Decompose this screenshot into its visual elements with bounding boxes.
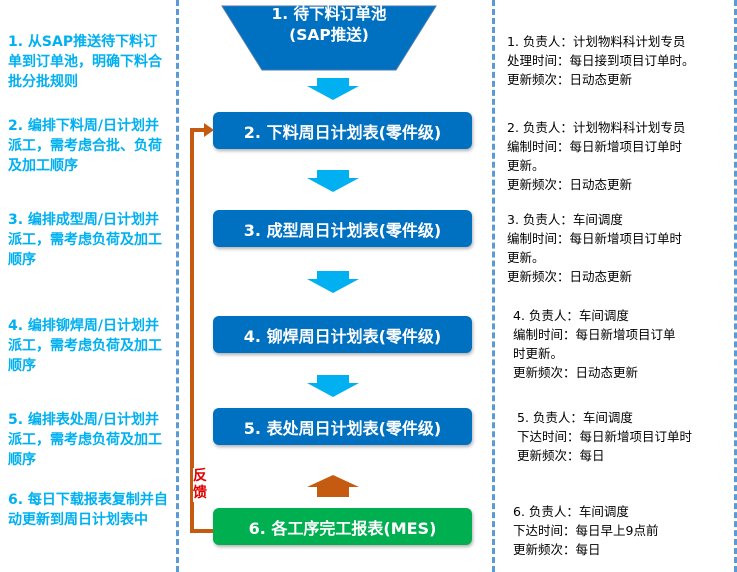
left-note-1: 1. 从SAP推送待下料订单到订单池，明确下料合批分批规则 [8, 34, 162, 90]
feedback-label: 反馈 [193, 468, 209, 502]
divider-right [492, 0, 495, 572]
step-2-box: 2. 下料周日计划表(零件级) [213, 112, 472, 149]
down-arrow-icon [307, 271, 359, 293]
right-note-1: 1. 负责人：计划物料科计划专员 处理时间：每日接到项目订单时。 更新频次：日动… [507, 34, 695, 87]
down-arrow-icon [307, 170, 359, 192]
step-3-box: 3. 成型周日计划表(零件级) [213, 210, 472, 247]
left-note-4: 4. 编排铆焊周/日计划并派工，需考虑负荷及加工顺序 [8, 318, 162, 374]
step-6-box: 6. 各工序完工报表(MES) [213, 508, 472, 545]
step-1-order-pool: 1. 待下料订单池(SAP推送) [271, 5, 387, 44]
funnel-shape [221, 5, 437, 71]
left-note-6: 6. 每日下载报表复制并自动更新到周日计划表中 [8, 492, 168, 528]
divider-edge [734, 0, 737, 572]
left-note-3: 3. 编排成型周/日计划并派工，需考虑负荷及加工顺序 [8, 212, 162, 268]
feedback-arrow [190, 123, 214, 533]
up-arrow-icon [307, 475, 359, 497]
right-note-5: 5. 负责人：车间调度 下达时间：每日新增项目订单时 更新频次：每日 [517, 410, 693, 463]
step-4-box: 4. 铆焊周日计划表(零件级) [213, 316, 472, 353]
right-note-4: 4. 负责人：车间调度 编制时间：每日新增项目订单 时更新。 更新频次：日动态更… [513, 308, 676, 380]
down-arrow-icon [307, 78, 359, 100]
divider-left [176, 0, 179, 572]
down-arrow-icon [307, 375, 359, 397]
right-note-2: 2. 负责人：计划物料科计划专员 编制时间：每日新增项目订单时 更新。 更新频次… [507, 120, 686, 192]
right-note-3: 3. 负责人：车间调度 编制时间：每日新增项目订单时 更新。 更新频次：日动态更… [507, 212, 683, 284]
right-note-6: 6. 负责人：车间调度 下达时间：每日早上9点前 更新频次：每日 [513, 504, 659, 557]
left-note-5: 5. 编排表处周/日计划并派工，需考虑负荷及加工顺序 [8, 412, 162, 468]
step-5-box: 5. 表处周日计划表(零件级) [213, 408, 472, 445]
left-note-2: 2. 编排下料周/日计划并派工，需考虑合批、负荷及加工顺序 [8, 118, 162, 174]
